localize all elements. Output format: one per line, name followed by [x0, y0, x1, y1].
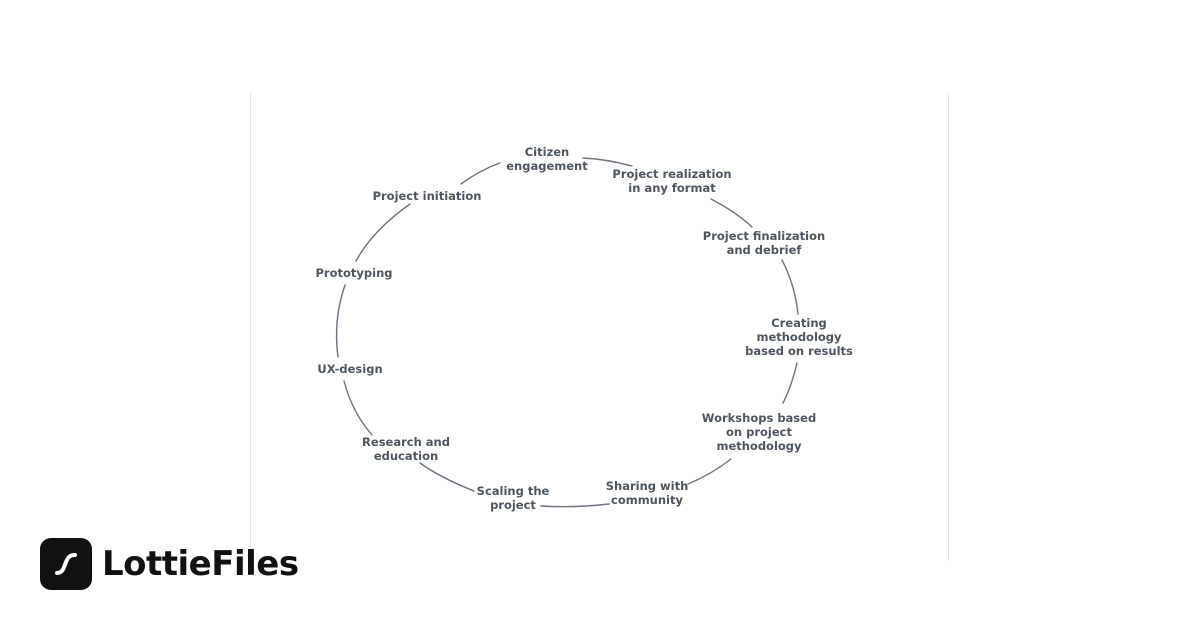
- brand-logo: LottieFiles: [40, 538, 299, 590]
- cycle-connector-8: [343, 380, 373, 436]
- cycle-connector-1: [582, 157, 633, 167]
- cycle-connector-3: [781, 259, 799, 315]
- brand-name: LottieFiles: [102, 544, 299, 584]
- cycle-connector-2: [710, 198, 753, 228]
- lottie-logo-icon: [40, 538, 92, 590]
- cycle-connector-11: [460, 162, 501, 185]
- diagram-frame: [250, 93, 949, 561]
- cycle-connector-6: [540, 503, 610, 508]
- cycle-connector-10: [355, 203, 411, 262]
- cycle-connector-9: [335, 284, 346, 358]
- cycle-connector-7: [419, 462, 475, 492]
- cycle-node-prototyping: Prototyping: [315, 266, 393, 280]
- cycle-connector-5: [687, 458, 732, 485]
- cycle-connector-4: [782, 362, 798, 404]
- cycle-node-initiation: Project initiation: [372, 189, 482, 203]
- cycle-node-ux: UX-design: [317, 362, 383, 376]
